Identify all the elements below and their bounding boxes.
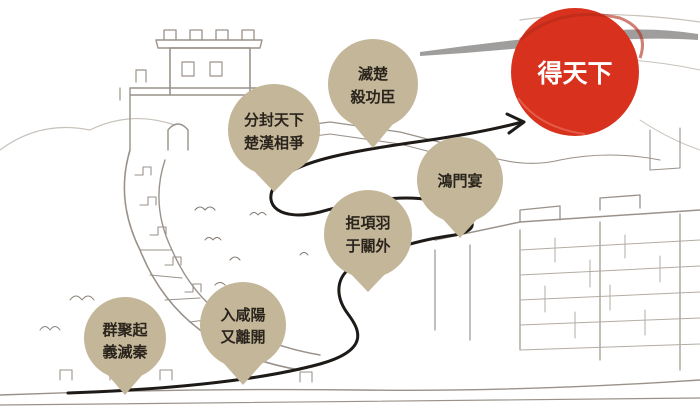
milestone-pin-5: 鴻門宴	[417, 137, 503, 238]
goal-label: 得天下	[536, 59, 612, 88]
milestone-pin-2: 拒項羽 于關外	[324, 190, 412, 292]
milestone-4-line2: 殺功臣	[349, 88, 395, 106]
milestone-3-line1: 分封天下	[244, 111, 304, 129]
milestone-3-line2: 楚漢相爭	[244, 134, 304, 152]
milestone-5-line1: 鴻門宴	[437, 172, 482, 190]
milestone-pin-1: 入咸陽 又離開	[200, 282, 286, 385]
milestone-0-line2: 義滅秦	[102, 343, 148, 361]
milestone-1-line2: 又離開	[220, 328, 265, 346]
milestone-pin-0: 群聚起 義滅秦	[84, 297, 166, 395]
milestone-4-line1: 滅楚	[358, 65, 389, 83]
great-wall-sketch	[0, 13, 700, 406]
arrow-head-icon	[505, 112, 526, 135]
milestone-0-line1: 群聚起	[102, 321, 148, 339]
milestone-2-line2: 于關外	[345, 237, 390, 255]
milestone-pin-3: 分封天下 楚漢相爭	[228, 84, 320, 192]
goal-badge: 得天下	[511, 8, 644, 136]
milestone-pin-4: 滅楚 殺功臣	[328, 39, 418, 148]
milestone-1-line1: 入咸陽	[220, 306, 265, 324]
milestone-2-line1: 拒項羽	[345, 214, 390, 232]
